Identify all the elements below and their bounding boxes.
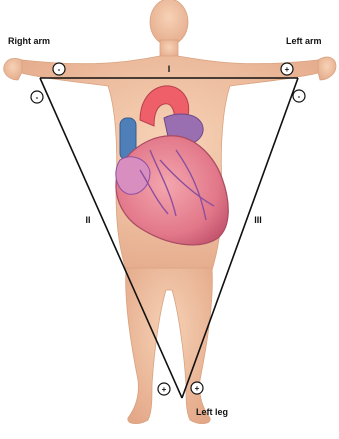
polarity-right-arm-top: - [58, 65, 61, 74]
label-left-leg: Left leg [196, 407, 228, 417]
lead-iii-label: III [254, 215, 262, 225]
lead-i-label: I [168, 64, 171, 74]
legs [126, 268, 213, 424]
neck [160, 40, 178, 58]
right-hand [4, 58, 22, 80]
lead-ii-label: II [85, 215, 90, 225]
polarity-left-leg-left: + [162, 385, 167, 394]
left-hand [318, 57, 336, 80]
polarity-left-leg-right: + [195, 384, 200, 393]
label-left-arm: Left arm [286, 36, 322, 46]
polarity-left-arm-top: + [285, 65, 290, 74]
polarity-left-arm-bottom: - [298, 92, 301, 101]
head [150, 0, 188, 45]
polarity-right-arm-bottom: - [36, 93, 39, 102]
label-right-arm: Right arm [8, 36, 50, 46]
